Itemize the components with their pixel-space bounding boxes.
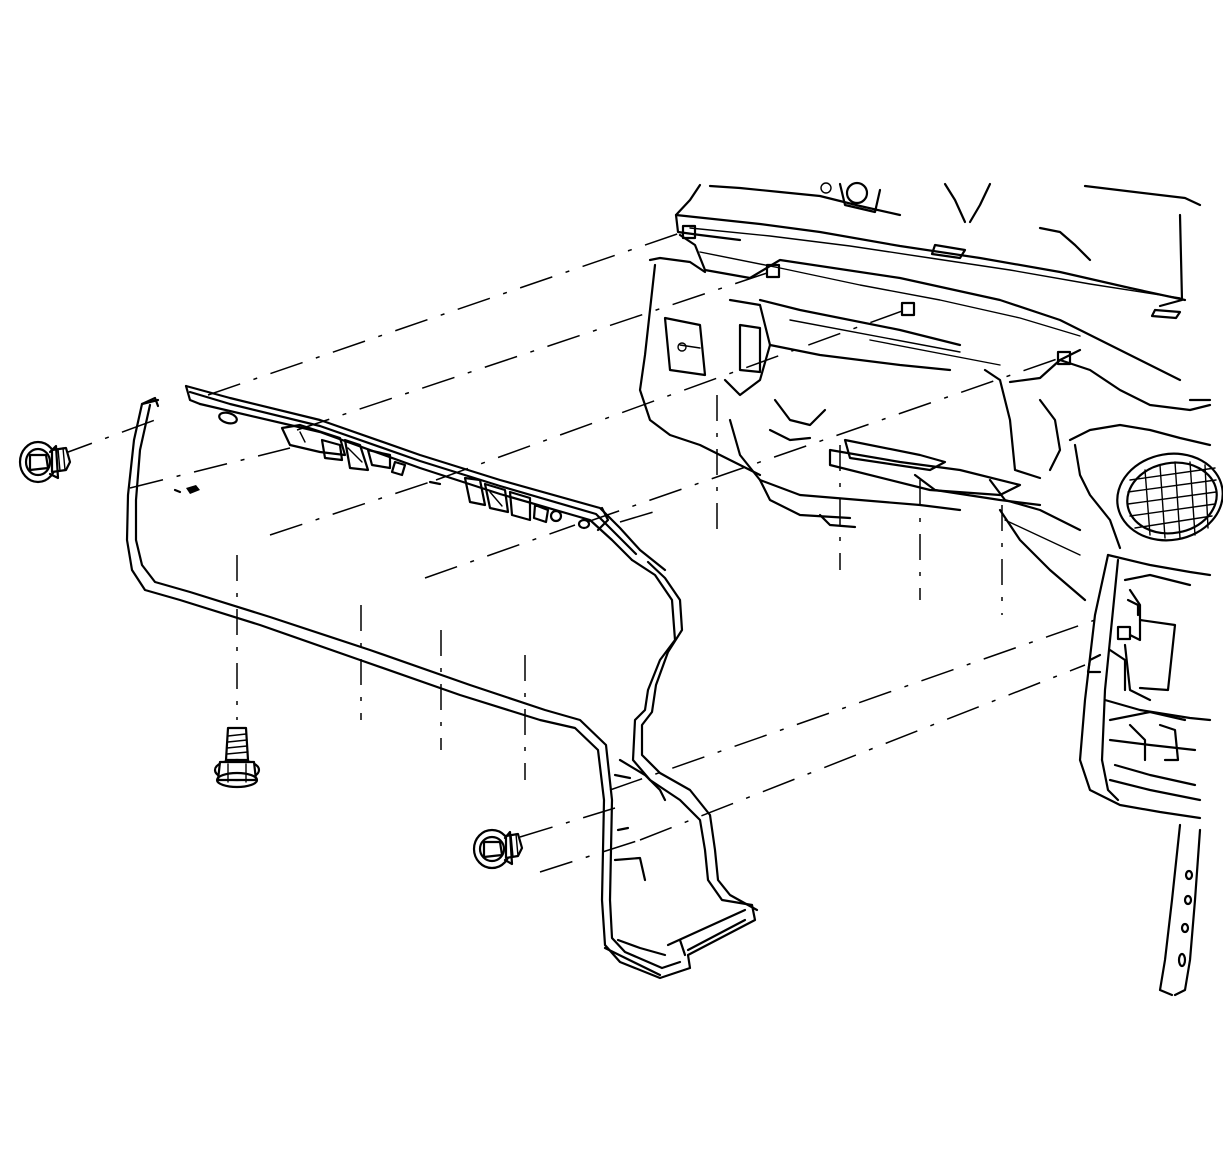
clip-bracket-right [463, 476, 563, 524]
flange-bolt-icon [472, 828, 524, 870]
alignment-lines [59, 231, 1096, 873]
lower-trim-panel [125, 384, 759, 980]
clip-bracket-left [280, 423, 407, 477]
flange-bolt-icon [213, 726, 261, 789]
instrument-panel-carrier [638, 181, 1223, 997]
flange-bolt-icon [18, 440, 72, 484]
